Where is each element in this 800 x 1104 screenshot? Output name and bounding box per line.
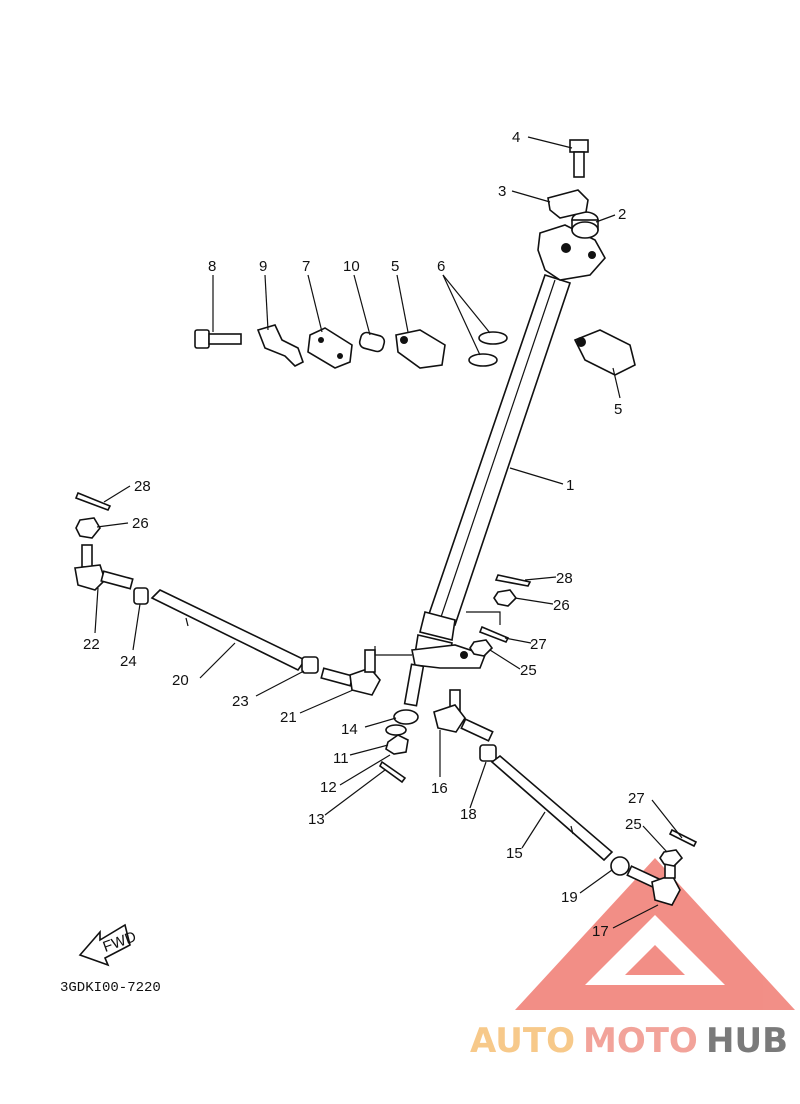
watermark-logo	[515, 858, 795, 1010]
watermark-text: AUTO MOTO HUB	[470, 1021, 788, 1061]
callout-5-right: 5	[614, 401, 622, 418]
nut-part-25-lower	[659, 849, 684, 867]
callout-27-upper: 27	[530, 636, 547, 653]
callout-6: 6	[437, 258, 445, 275]
callout-13: 13	[308, 811, 325, 828]
tie-rod-part-15	[490, 754, 614, 862]
callout-9: 9	[259, 258, 267, 275]
callout-14: 14	[341, 721, 358, 738]
tie-rod-end-part-21	[320, 649, 381, 696]
callout-26-right: 26	[553, 597, 570, 614]
callout-21: 21	[280, 709, 297, 726]
callout-10: 10	[343, 258, 360, 275]
tie-rod-part-20	[150, 589, 307, 672]
callout-16: 16	[431, 780, 448, 797]
cotter-pin-part-27-right-upper	[478, 625, 510, 644]
bolt-part-8	[194, 329, 242, 349]
callout-17: 17	[592, 923, 609, 940]
callout-2: 2	[618, 206, 626, 223]
callout-28-right: 28	[556, 570, 573, 587]
watermark-moto: MOTO	[583, 1021, 698, 1061]
callout-25-lower: 25	[625, 816, 642, 833]
callout-12: 12	[320, 779, 337, 796]
callout-23: 23	[232, 693, 249, 710]
washer-part-12	[385, 724, 407, 736]
callout-20: 20	[172, 672, 189, 689]
callout-27-lower: 27	[628, 790, 645, 807]
cotter-pin-part-13	[378, 760, 407, 784]
callout-25-upper: 25	[520, 662, 537, 679]
callout-labels: 4 3 2 8 9 7 10 5 6 5 1 28 26 22 24 20 23…	[83, 129, 645, 940]
leader-lines	[94, 136, 683, 929]
callout-11: 11	[333, 750, 349, 767]
callout-24: 24	[120, 653, 137, 670]
cotter-pin-part-28-right	[494, 574, 532, 587]
callout-7: 7	[302, 258, 310, 275]
nut-part-11	[385, 734, 409, 755]
tie-rod-end-part-22	[74, 544, 134, 591]
washer-part-14	[393, 709, 419, 725]
bolt-part-4	[569, 139, 589, 178]
nut-part-26-left	[75, 517, 101, 539]
collar-part-10	[358, 331, 386, 353]
nut-part-25-upper	[469, 639, 494, 657]
cotter-pin-part-27-lower	[668, 828, 698, 848]
holder-part-5-left	[395, 329, 446, 369]
tie-rod-end-part-16	[433, 689, 494, 742]
callout-18: 18	[460, 806, 477, 823]
callout-5-left: 5	[391, 258, 399, 275]
callout-19: 19	[561, 889, 578, 906]
callout-28-left: 28	[134, 478, 151, 495]
tie-rod-end-part-17	[626, 855, 681, 906]
callout-15: 15	[506, 845, 523, 862]
callout-1: 1	[566, 477, 574, 494]
plate-part-7	[307, 327, 353, 369]
forward-direction-arrow: FWD	[78, 923, 139, 967]
holder-part-5-right	[573, 329, 636, 376]
cotter-pin-part-28-left	[74, 491, 112, 512]
fwd-label: FWD	[101, 928, 139, 956]
watermark-auto: AUTO	[470, 1021, 575, 1061]
watermark-hub: HUB	[706, 1021, 788, 1061]
lock-plate-part-9	[256, 324, 304, 367]
locknut-part-18	[479, 744, 497, 762]
locknut-part-24	[133, 587, 149, 605]
callout-22: 22	[83, 636, 100, 653]
locknut-part-23	[301, 656, 319, 674]
callout-3: 3	[498, 183, 506, 200]
bushing-part-2	[571, 211, 599, 239]
callout-8: 8	[208, 258, 216, 275]
diagram-code: 3GDKI00-7220	[60, 980, 161, 996]
callout-26-left: 26	[132, 515, 149, 532]
callout-4: 4	[512, 129, 520, 146]
clamp-part-3	[547, 189, 589, 219]
washers-part-6	[468, 331, 508, 367]
steering-column	[403, 224, 606, 707]
locknut-part-19	[610, 856, 630, 876]
nut-part-26-right	[493, 589, 518, 607]
